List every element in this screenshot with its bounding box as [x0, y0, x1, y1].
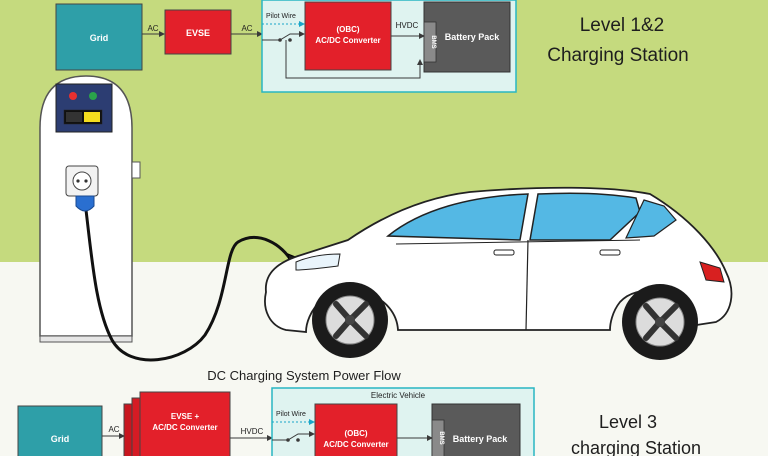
- bottom-battery-label: Battery Pack: [453, 434, 509, 444]
- bottom-ac-label: AC: [108, 425, 119, 434]
- bottom-evse-label-2: AC/DC Converter: [152, 423, 217, 432]
- top-obc-box: [304, 1, 392, 71]
- charging-cable: [84, 209, 294, 362]
- post-plug: [75, 195, 95, 212]
- top-grid-label: Grid: [90, 33, 109, 43]
- bottom-grid-box: [17, 405, 103, 456]
- bottom-evse-label-1: EVSE +: [171, 412, 200, 421]
- top-switch-node-2: [288, 38, 292, 42]
- bottom-battery-box: [431, 403, 521, 456]
- top-pilot-label: Pilot Wire: [266, 13, 296, 20]
- top-switch-node-1: [278, 38, 282, 42]
- top-hvdc-label: HVDC: [396, 21, 419, 30]
- dc-flow-title: DC Charging System Power Flow: [207, 368, 401, 383]
- bottom-obc-box: [314, 403, 398, 456]
- top-switch-line: [262, 31, 305, 41]
- top-title-line-2: Charging Station: [547, 45, 689, 66]
- bottom-ev-label: Electric Vehicle: [371, 391, 426, 400]
- top-bms-box: [423, 21, 437, 63]
- electric-car: [264, 186, 733, 360]
- bottom-obc-label-2: AC/DC Converter: [323, 440, 388, 449]
- bottom-bms-label: BMS: [438, 431, 444, 444]
- bottom-switch-node-2: [296, 438, 300, 442]
- top-title-line-1: Level 1&2: [580, 15, 665, 36]
- top-bms-label: BMS: [430, 35, 436, 48]
- bottom-title-line-2: charging Station: [571, 438, 701, 456]
- bottom-evse-box: [139, 391, 231, 456]
- top-return-line: [285, 40, 423, 79]
- top-evse-label: EVSE: [186, 28, 210, 38]
- bottom-switch-node-1: [286, 438, 290, 442]
- bottom-hvdc-label: HVDC: [241, 427, 264, 436]
- bottom-grid-label: Grid: [51, 434, 70, 444]
- top-grid-box: [55, 3, 143, 71]
- bottom-bms-box: [431, 419, 445, 456]
- bottom-obc-label-1: (OBC): [344, 429, 367, 438]
- top-obc-label-2: AC/DC Converter: [315, 36, 380, 45]
- top-obc-label-1: (OBC): [336, 25, 359, 34]
- top-ac-label-2: AC: [241, 24, 252, 33]
- bottom-switch-line: [272, 431, 315, 441]
- top-evse-box: [164, 9, 232, 55]
- top-ac-label-1: AC: [147, 24, 158, 33]
- top-battery-label: Battery Pack: [445, 32, 501, 42]
- bottom-pilot-label: Pilot Wire: [276, 411, 306, 418]
- bottom-title-line-1: Level 3: [599, 412, 657, 432]
- top-battery-box: [423, 1, 511, 73]
